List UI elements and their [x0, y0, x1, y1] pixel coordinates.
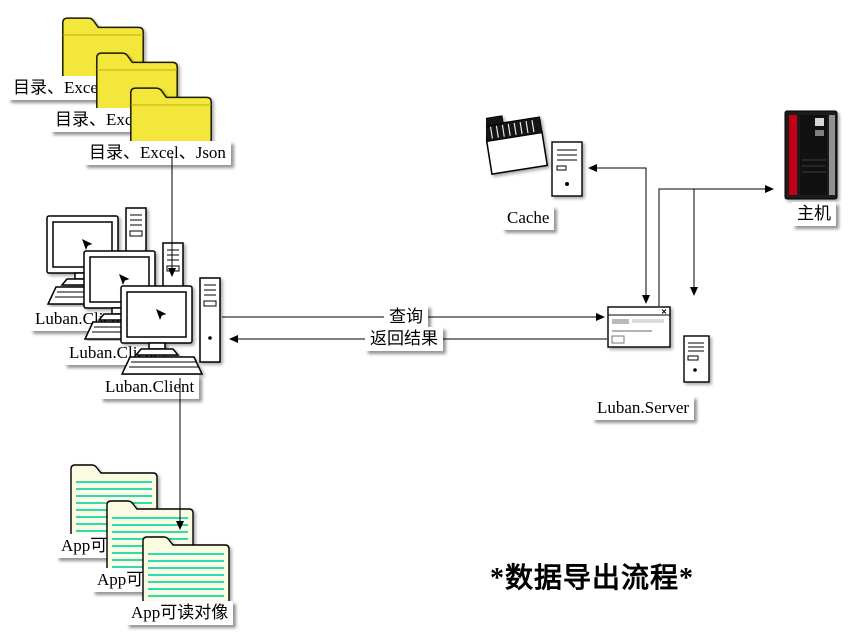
cache-label: Cache	[502, 206, 555, 231]
cache-icon	[486, 112, 586, 202]
edge-label-response: 返回结果	[365, 327, 443, 352]
host-label: 主机	[792, 202, 836, 227]
server-tower-icon	[682, 334, 712, 384]
edge-label-query: 查询	[384, 305, 428, 330]
folder-label: 目录、Excel、Json	[84, 141, 231, 166]
app-object-label: App可读对像	[126, 601, 234, 626]
client-label: Luban.Client	[100, 375, 200, 400]
server-label: Luban.Server	[592, 396, 695, 421]
diagram-title: *数据导出流程*	[490, 563, 695, 594]
client-computer-icon	[120, 276, 222, 378]
server-window-icon	[607, 306, 671, 348]
host-mainframe-icon	[784, 110, 838, 200]
